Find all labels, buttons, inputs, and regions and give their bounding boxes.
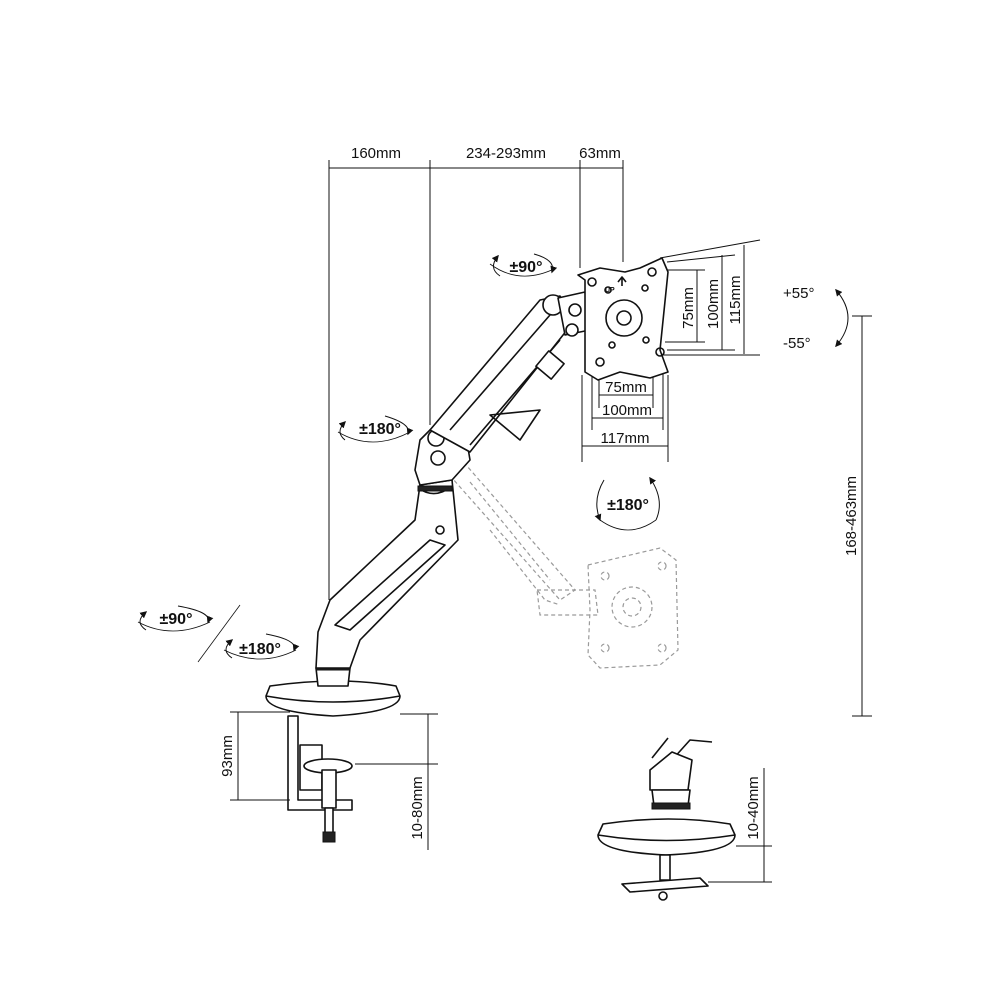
base-offset-label: 160mm xyxy=(351,145,401,162)
column-swivel-label: ±180° xyxy=(239,641,281,658)
clamp-desk-label: 10-80mm xyxy=(409,776,426,839)
base-swivel-label: ±90° xyxy=(160,611,193,628)
vesa-v-100-label: 100mm xyxy=(705,279,722,329)
screen-rotation-callout xyxy=(594,476,660,531)
plate-width-label: 117mm xyxy=(601,430,650,447)
up-mark-label: UP xyxy=(605,287,615,294)
top-dimension-lines xyxy=(328,160,624,600)
desk-clamp xyxy=(287,715,353,843)
head-swivel-label: ±90° xyxy=(510,259,543,276)
height-range-label: 168-463mm xyxy=(843,476,860,556)
ghost-arm-outline xyxy=(444,457,679,669)
head-offset-label: 63mm xyxy=(579,145,621,162)
base-swivel-callout xyxy=(137,604,241,663)
vesa-h-100-label: 100mm xyxy=(602,402,652,419)
clamp-dimension-lines xyxy=(230,711,438,850)
plate-height-label: 115mm xyxy=(727,276,744,325)
main-arm xyxy=(265,257,669,717)
tilt-up-label: +55° xyxy=(783,285,814,302)
height-dimension-line xyxy=(852,315,872,717)
vesa-h-75-label: 75mm xyxy=(605,379,647,396)
tilt-arrow xyxy=(835,288,849,348)
arm-reach-label: 234-293mm xyxy=(466,145,546,162)
vesa-dimension-lines xyxy=(581,239,761,462)
grommet-mount xyxy=(597,737,736,901)
grommet-desk-label: 10-40mm xyxy=(745,776,762,839)
tilt-down-label: -55° xyxy=(783,335,811,352)
clamp-height-label: 93mm xyxy=(219,735,236,777)
column-swivel-callout xyxy=(223,633,300,660)
elbow-swivel-callout xyxy=(337,415,414,443)
grommet-dimension-lines xyxy=(708,768,772,883)
head-swivel-callout xyxy=(489,253,558,277)
screen-rotation-label: ±180° xyxy=(607,497,649,514)
vesa-v-75-label: 75mm xyxy=(680,287,697,329)
elbow-swivel-label: ±180° xyxy=(359,421,401,438)
